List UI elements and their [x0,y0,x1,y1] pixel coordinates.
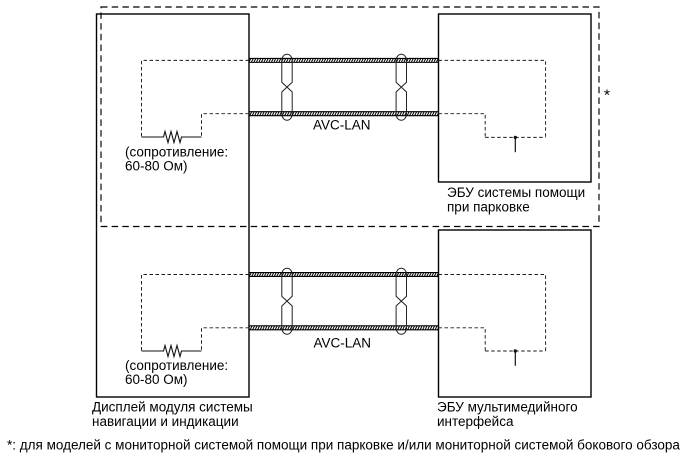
svg-text:60-80 Ом): 60-80 Ом) [125,372,188,387]
svg-text:ЭБУ мультимедийного: ЭБУ мультимедийного [437,400,578,415]
svg-text:при парковке: при парковке [447,199,530,214]
svg-text:Дисплей модуля системы: Дисплей модуля системы [92,400,253,415]
svg-text:AVC-LAN: AVC-LAN [314,335,372,350]
svg-text:ЭБУ системы помощи: ЭБУ системы помощи [447,185,585,200]
svg-text:интерфейса: интерфейса [437,414,514,429]
svg-text:*: для моделей с мониторной си: *: для моделей с мониторной системой пом… [7,438,680,453]
svg-text:AVC-LAN: AVC-LAN [313,117,371,132]
svg-text:(сопротивление:: (сопротивление: [125,358,228,373]
svg-text:60-80 Ом): 60-80 Ом) [125,158,188,173]
svg-text:навигации и индикации: навигации и индикации [92,414,239,429]
svg-text:*: * [604,88,610,105]
svg-text:(сопротивление:: (сопротивление: [125,144,228,159]
